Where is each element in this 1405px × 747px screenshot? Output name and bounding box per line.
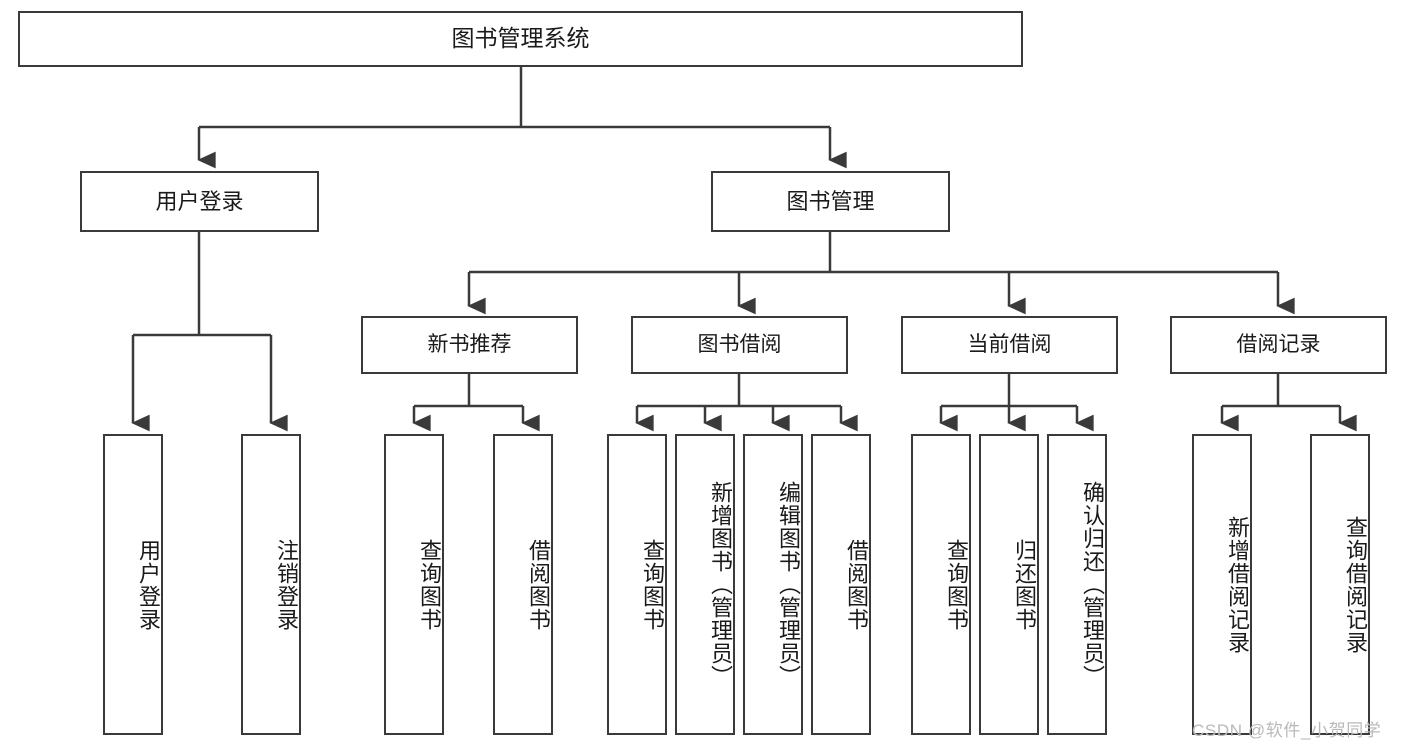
node-current-borrow-label: 当前借阅: [967, 332, 1052, 356]
leaf-edit-book-admin[interactable]: 编辑图书（管理员）: [743, 434, 803, 735]
leaf-user-logout-label: 注销登录: [274, 538, 299, 631]
leaf-confirm-return-admin[interactable]: 确认归还（管理员）: [1047, 434, 1107, 735]
leaf-add-borrow-record-label: 新增借阅记录: [1225, 515, 1250, 654]
leaf-query-book-borrow-label: 查询图书: [640, 538, 665, 631]
leaf-query-book-borrow[interactable]: 查询图书: [607, 434, 667, 735]
node-user-login-group[interactable]: 用户登录: [80, 171, 319, 232]
leaf-borrow-book[interactable]: 借阅图书: [811, 434, 871, 735]
leaf-query-book-recommend[interactable]: 查询图书: [384, 434, 444, 735]
node-book-borrow-label: 图书借阅: [697, 332, 782, 356]
leaf-query-borrow-record-label: 查询借阅记录: [1343, 515, 1368, 654]
leaf-add-book-admin[interactable]: 新增图书（管理员）: [675, 434, 735, 735]
node-borrow-record[interactable]: 借阅记录: [1170, 316, 1387, 374]
node-new-book-recommend[interactable]: 新书推荐: [361, 316, 578, 374]
leaf-query-book-recommend-label: 查询图书: [417, 538, 442, 631]
node-root-label: 图书管理系统: [451, 25, 590, 52]
csdn-watermark: CSDN @软件_小贺同学: [1192, 721, 1382, 740]
leaf-borrow-book-recommend[interactable]: 借阅图书: [493, 434, 553, 735]
leaf-return-book[interactable]: 归还图书: [979, 434, 1039, 735]
leaf-query-borrow-record[interactable]: 查询借阅记录: [1310, 434, 1370, 735]
leaf-confirm-return-admin-label: 确认归还（管理员）: [1080, 481, 1105, 688]
leaf-user-login-label: 用户登录: [136, 538, 161, 631]
leaf-edit-book-admin-label: 编辑图书（管理员）: [776, 481, 801, 688]
node-borrow-record-label: 借阅记录: [1236, 332, 1321, 356]
node-book-borrow[interactable]: 图书借阅: [631, 316, 848, 374]
leaf-return-book-label: 归还图书: [1012, 538, 1037, 631]
leaf-add-borrow-record[interactable]: 新增借阅记录: [1192, 434, 1252, 735]
leaf-add-book-admin-label: 新增图书（管理员）: [708, 481, 733, 688]
node-book-management-label: 图书管理: [786, 188, 875, 214]
node-current-borrow[interactable]: 当前借阅: [901, 316, 1118, 374]
leaf-user-login[interactable]: 用户登录: [103, 434, 163, 735]
node-book-management[interactable]: 图书管理: [711, 171, 950, 232]
leaf-borrow-book-label: 借阅图书: [844, 538, 869, 631]
leaf-query-book-current[interactable]: 查询图书: [911, 434, 971, 735]
leaf-query-book-current-label: 查询图书: [944, 538, 969, 631]
leaf-user-logout[interactable]: 注销登录: [241, 434, 301, 735]
leaf-borrow-book-recommend-label: 借阅图书: [526, 538, 551, 631]
node-root[interactable]: 图书管理系统: [18, 11, 1023, 67]
node-user-login-group-label: 用户登录: [155, 188, 244, 214]
node-new-book-recommend-label: 新书推荐: [427, 332, 512, 356]
